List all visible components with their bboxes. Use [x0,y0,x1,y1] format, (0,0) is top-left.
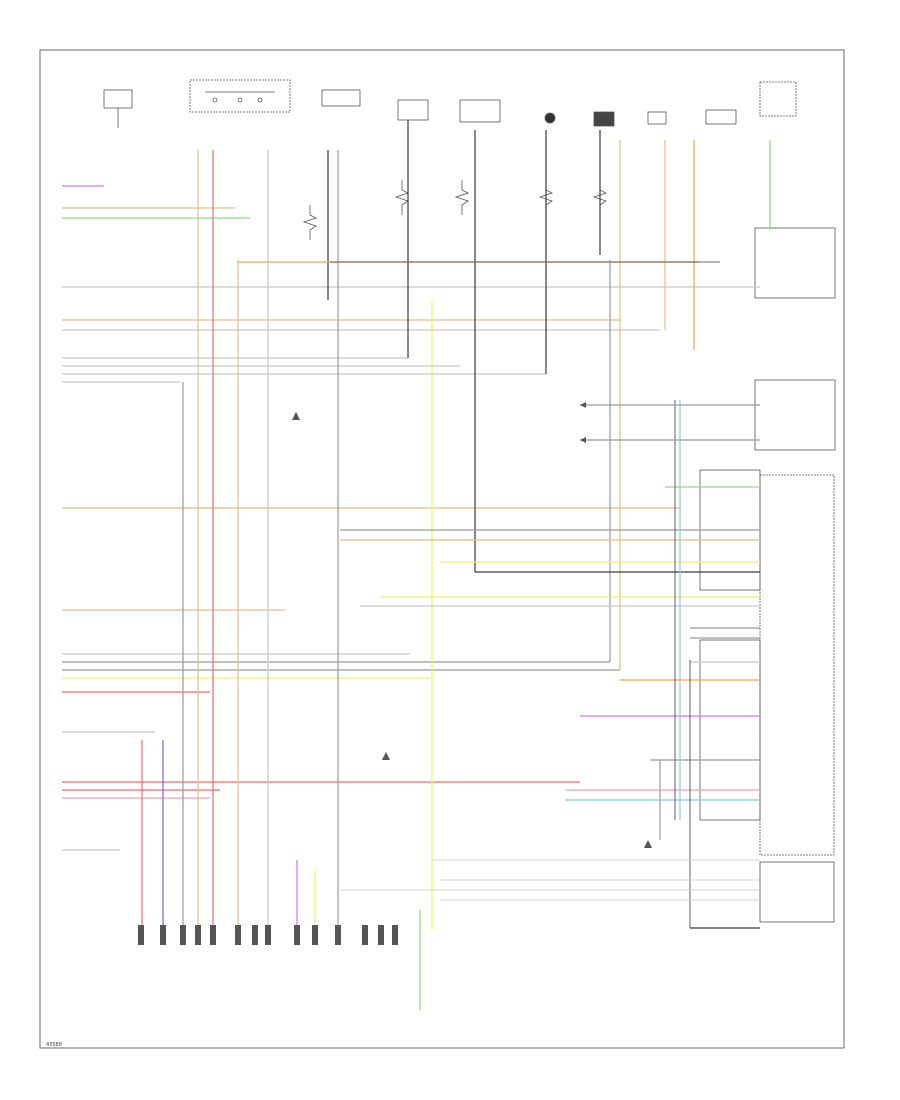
ground-symbols [292,402,652,848]
component-motor-2 [397,99,429,121]
component-sensor-1 [544,112,556,124]
module-pcm-inner-bot [699,639,761,821]
module-bottom-right [759,861,835,923]
diagram-code: 43588 [46,1042,62,1048]
component-relay-2 [759,81,797,117]
top-components [103,79,797,240]
component-motor-3 [459,99,501,123]
component-sensor-2 [593,111,615,127]
wires [62,120,771,1010]
component-motor-1 [321,89,361,107]
bottom-connector [138,925,398,945]
right-modules [699,227,836,923]
module-pcm [759,474,835,856]
component-sensor-3 [647,111,667,125]
component-sensor-4 [705,109,737,125]
diagram-frame [39,49,845,1049]
module-top-right [754,227,836,299]
component-relay-1 [103,89,133,109]
component-range-switch [189,79,291,113]
module-fuse-block [754,379,836,451]
